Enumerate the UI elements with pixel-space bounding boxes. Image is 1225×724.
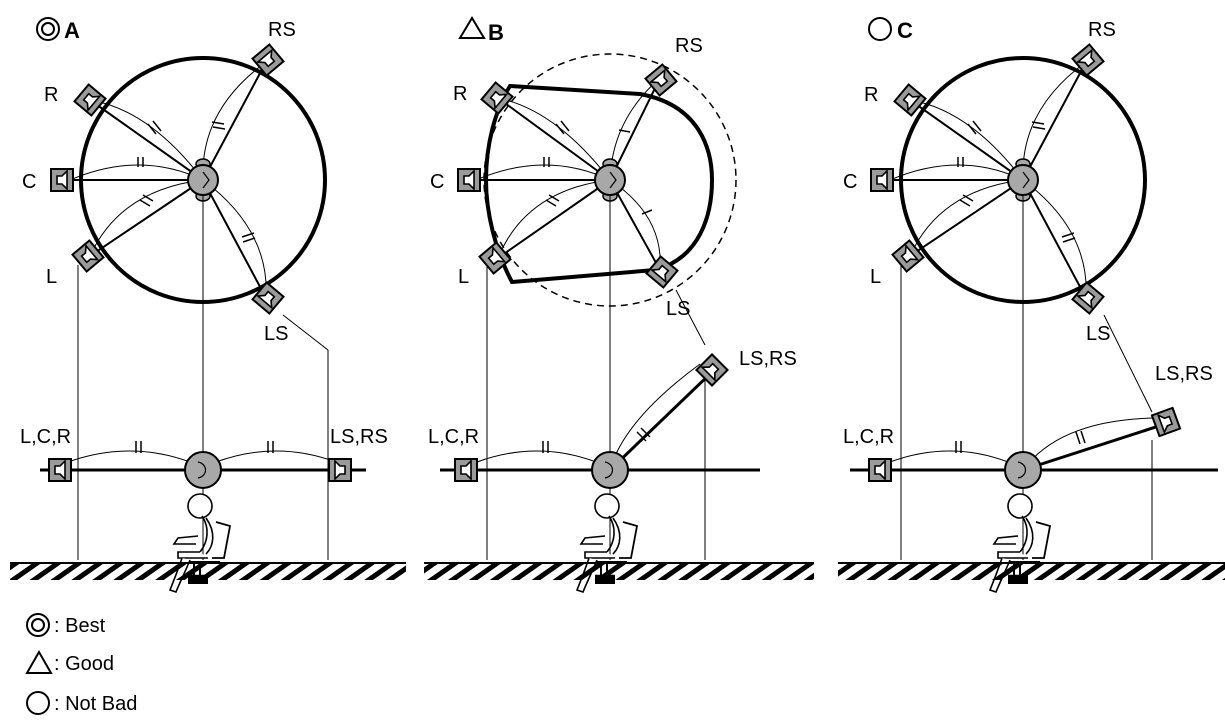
label-c: C [22, 171, 36, 193]
double-circle-icon [36, 17, 60, 41]
circle-icon [868, 17, 892, 41]
label-rear-side: LS,RS [1155, 363, 1213, 385]
label-l: L [458, 266, 469, 288]
front-speaker-side-icon [48, 458, 72, 482]
triangle-icon [458, 16, 486, 39]
label-rs: RS [1088, 19, 1116, 41]
rear-speaker-side-icon [328, 458, 352, 482]
triangle-icon [25, 649, 53, 674]
label-c: C [430, 171, 444, 193]
label-rear-side: LS,RS [330, 426, 388, 448]
label-r: R [453, 83, 467, 105]
label-r: R [44, 84, 58, 106]
panel-title: B [488, 20, 504, 45]
legend-label: : Best [54, 615, 106, 637]
label-ls: LS [666, 298, 690, 320]
double-circle-icon [26, 613, 50, 637]
floor-hatch [838, 563, 1225, 580]
legend-item-not-bad: : Not Bad [26, 691, 137, 715]
label-l: L [46, 266, 57, 288]
front-speaker-side-icon [868, 458, 892, 482]
circle-icon [26, 691, 50, 715]
speaker-rs-icon [644, 63, 678, 97]
label-front-side: L,C,R [20, 426, 71, 448]
legend-item-best: : Best [26, 613, 106, 637]
floor-hatch [424, 563, 814, 580]
panel-title: C [897, 18, 913, 43]
legend-label: : Not Bad [54, 693, 137, 715]
speaker-c-icon [870, 168, 894, 192]
label-r: R [864, 84, 878, 106]
panel-a: A [10, 17, 406, 594]
legend: : Best : Good : Not Bad [25, 613, 137, 715]
panel-b: B [424, 16, 814, 594]
panel-title: A [64, 18, 80, 43]
listener-head [187, 164, 219, 196]
panel-c: C R [838, 17, 1225, 594]
legend-label: : Good [54, 653, 114, 675]
speaker-c-icon [457, 168, 481, 192]
floor-hatch [10, 563, 406, 580]
label-front-side: L,C,R [843, 426, 894, 448]
label-c: C [843, 171, 857, 193]
front-speaker-side-icon [454, 458, 478, 482]
rear-speaker-side-icon [1150, 406, 1182, 438]
listener-head [1007, 164, 1039, 196]
label-rear-side: LS,RS [739, 348, 797, 370]
label-front-side: L,C,R [428, 426, 479, 448]
legend-item-good: : Good [25, 649, 114, 675]
label-rs: RS [675, 35, 703, 57]
label-ls: LS [1086, 323, 1110, 345]
speaker-c-icon [50, 168, 74, 192]
listener-head [594, 164, 626, 196]
label-ls: LS [264, 323, 288, 345]
label-rs: RS [268, 19, 296, 41]
label-l: L [870, 266, 881, 288]
